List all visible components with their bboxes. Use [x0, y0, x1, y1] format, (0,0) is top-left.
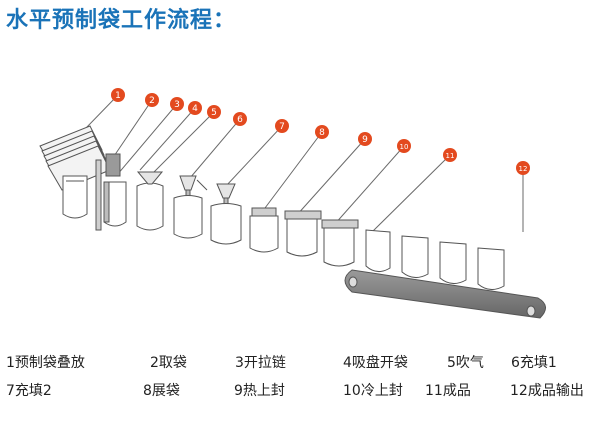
step-badge-10: 10: [397, 139, 411, 153]
legend-item-7: 7充填2: [6, 383, 52, 399]
step-badge-circle: [170, 97, 184, 111]
step-badge-circle: [397, 139, 411, 153]
filling-station-2: [210, 183, 242, 245]
legend-item-11: 11成品: [425, 383, 471, 399]
step-badge-label: 2: [149, 96, 155, 106]
cold-seal: [321, 219, 359, 267]
step-badge-label: 9: [362, 135, 368, 145]
step-badge-7: 7: [275, 119, 289, 133]
conveyor-belt: [344, 269, 546, 319]
step-badge-circle: [516, 161, 530, 175]
legend-item-4: 4吸盘开袋: [343, 355, 408, 371]
step-badge-8: 8: [315, 125, 329, 139]
step-badge-circle: [315, 125, 329, 139]
step-badge-label: 7: [279, 122, 285, 132]
step-badge-label: 5: [211, 108, 217, 118]
step-badge-2: 2: [145, 93, 159, 107]
step-badge-12: 12: [516, 161, 530, 175]
step-badge-circle: [111, 88, 125, 102]
filling-station-1: [173, 175, 208, 239]
legend-item-9: 9热上封: [234, 383, 285, 399]
legend-item-6: 6充填1: [511, 355, 557, 371]
step-badge-label: 6: [237, 115, 243, 125]
legend-item-12: 12成品输出: [510, 383, 584, 399]
legend-item-5: 5吹气: [447, 355, 484, 371]
legend-item-8: 8展袋: [143, 383, 180, 399]
step-badge-label: 8: [319, 128, 325, 138]
step-badge-9: 9: [358, 132, 372, 146]
step-badge-6: 6: [233, 112, 247, 126]
step-badge-label: 3: [174, 100, 180, 110]
step-badge-3: 3: [170, 97, 184, 111]
step-badge-circle: [233, 112, 247, 126]
step-badge-1: 1: [111, 88, 125, 102]
legend-item-1: 1预制袋叠放: [6, 355, 85, 371]
step-badge-label: 11: [446, 152, 455, 160]
step-badge-label: 1: [115, 91, 121, 101]
page-title: 水平预制袋工作流程：: [6, 8, 237, 33]
step-badge-4: 4: [188, 101, 202, 115]
step-badge-11: 11: [443, 148, 457, 162]
blow-nozzle: [136, 171, 164, 185]
spread-bag: [249, 207, 279, 253]
legend-item-3: 3开拉链: [235, 355, 286, 371]
step-badge-label: 10: [400, 143, 409, 151]
step-badge-circle: [188, 101, 202, 115]
suction-open-bag: [136, 182, 164, 231]
leader-lines: [85, 94, 524, 233]
finished-bags: [365, 229, 505, 290]
step-badge-label: 4: [192, 104, 198, 114]
step-badge-circle: [358, 132, 372, 146]
step-badge-circle: [443, 148, 457, 162]
heat-seal: [284, 210, 322, 257]
step-badge-circle: [145, 93, 159, 107]
step-badge-5: 5: [207, 105, 221, 119]
picked-bag: [62, 175, 88, 219]
step-badge-label: 12: [519, 165, 528, 173]
step-badge-circle: [275, 119, 289, 133]
legend-item-10: 10冷上封: [343, 383, 403, 399]
step-badge-circle: [207, 105, 221, 119]
legend-item-2: 2取袋: [150, 355, 187, 371]
zipper-opener: [95, 153, 127, 231]
